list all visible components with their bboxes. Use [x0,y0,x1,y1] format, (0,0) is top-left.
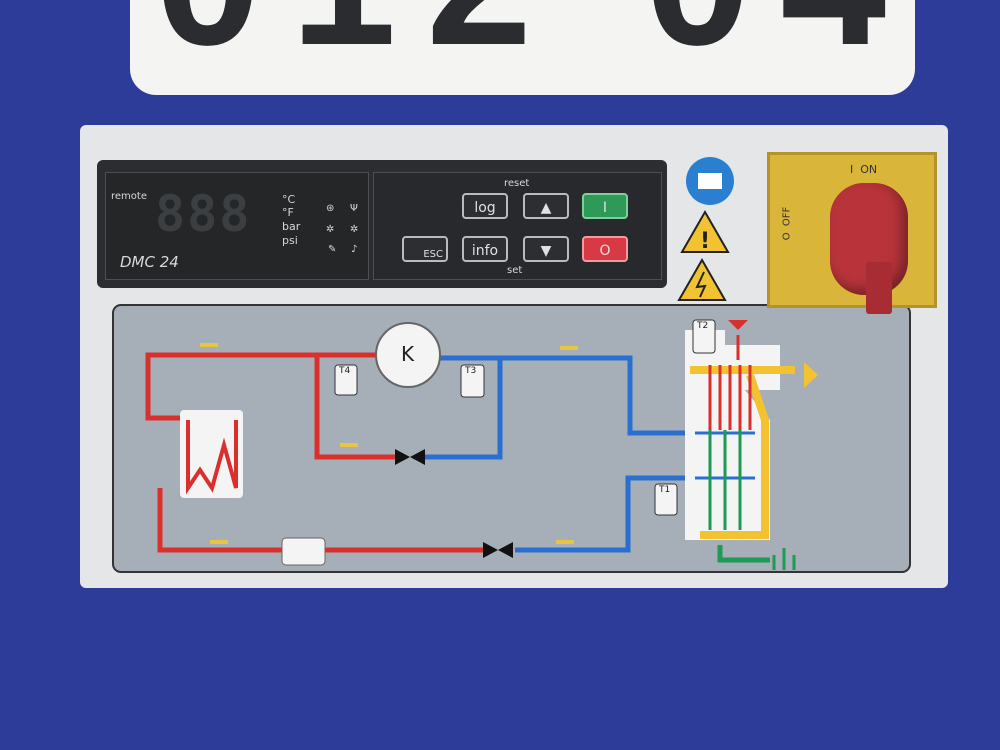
flow-arrows [200,343,578,544]
sensor-t3-label: T3 [465,366,477,376]
switch-on-label: I ON [850,163,878,176]
sensor-t2-label: T2 [697,321,709,331]
compressor-label: K [401,342,415,366]
up-button[interactable]: ▲ [523,193,569,219]
fan2-led-icon: ✲ [350,224,359,235]
seven-segment-display: 888 [155,185,252,243]
drain-led-icon: Ψ [350,203,358,214]
arrow-down-icon: ▼ [540,243,552,259]
set-label: set [507,265,523,276]
book-shape [698,173,722,189]
exclamation-mark: ! [700,229,710,254]
log-button[interactable]: log [462,193,508,219]
arrow-up-icon: ▲ [540,200,552,216]
reset-label: reset [504,178,530,189]
hot-gas-line [145,352,376,421]
esc-button[interactable]: ESC [402,236,448,262]
on-button[interactable]: I [582,193,628,219]
bypass-valve-icon [395,449,425,465]
display-area [105,172,369,280]
unit-celsius: °C [282,193,296,206]
sensor-t1-label: T1 [659,485,671,495]
filter-drier [281,537,326,566]
sensor-t3 [460,364,485,398]
air-in-arrow-icon [728,320,748,330]
suction-line [440,355,690,436]
sensor-t2 [692,319,716,354]
alarm-led-icon: ⊛ [326,203,335,214]
keypad-area [373,172,662,280]
compressor [375,322,441,388]
down-button[interactable]: ▼ [523,236,569,262]
off-button[interactable]: O [582,236,628,262]
switch-off-label: O OFF [781,206,793,241]
fan1-led-icon: ✲ [326,224,335,235]
sensor-t4-label: T4 [339,366,351,376]
evaporator-inlet-line [515,475,690,553]
unit-fahrenheit: °F [282,206,294,219]
lightning-bolt [695,271,707,298]
remote-label: remote [111,191,147,202]
condenser-coil [186,420,238,495]
unit-psi: psi [282,234,298,247]
warning-icon [680,209,730,253]
sticker-number: 012 04 [155,0,915,88]
service-led-icon: ✎ [328,244,337,255]
switch-lock-tab [866,262,892,314]
alarm-bell-icon: ♪ [351,244,358,255]
sensor-t4 [334,364,358,396]
air-out-arrow-icon [804,362,818,388]
electrical-hazard-icon [677,257,727,301]
info-button[interactable]: info [462,236,508,262]
model-label: DMC 24 [120,253,179,271]
bypass-hot-line [314,355,395,460]
id-sticker: 012 04 [130,0,915,95]
expansion-valve-icon [483,542,513,558]
liquid-line [157,488,490,553]
hot-air-tubes [708,335,752,430]
drain-icon [772,548,796,570]
drain-line [717,545,770,563]
unit-bar: bar [282,220,301,233]
sensor-t1 [654,483,678,516]
condensate-tubes [708,430,742,530]
